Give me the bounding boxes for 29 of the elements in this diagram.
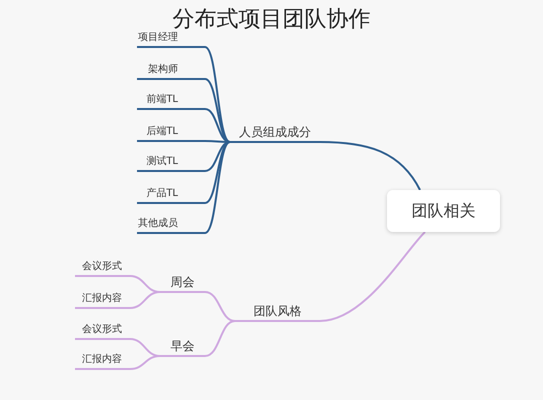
branch-topic: 团队风格 — [235, 300, 320, 322]
leaf-topic: 项目经理 — [137, 28, 205, 48]
connector-line — [320, 231, 426, 322]
connector-line — [204, 291, 236, 322]
connector-line — [320, 141, 421, 190]
leaf-topic: 架构师 — [137, 60, 205, 80]
branch-topic: 周会 — [160, 271, 205, 293]
leaf-topic: 测试TL — [137, 152, 205, 172]
connector-line — [204, 108, 230, 143]
connector-line — [204, 78, 230, 143]
connector-line — [130, 338, 160, 357]
leaf-topic: 其他成员 — [137, 214, 205, 234]
connector-line — [204, 141, 230, 172]
connector-line — [204, 141, 231, 234]
leaf-topic: 汇报内容 — [75, 350, 130, 370]
connector-line — [204, 141, 230, 204]
leaf-topic: 后端TL — [137, 122, 205, 142]
leaf-topic: 会议形式 — [75, 320, 130, 340]
leaf-topic: 产品TL — [137, 184, 205, 204]
branch-topic: 人员组成成分 — [230, 121, 320, 143]
leaf-topic: 汇报内容 — [75, 289, 130, 309]
leaf-topic: 前端TL — [137, 90, 205, 110]
branch-topic: 早会 — [160, 335, 205, 357]
leaf-topic: 会议形式 — [75, 257, 130, 277]
connector-line — [204, 46, 231, 143]
connector-line — [130, 291, 160, 309]
connector-line — [204, 320, 236, 357]
root-topic-box: 团队相关 — [387, 190, 500, 232]
connector-line — [130, 355, 160, 370]
